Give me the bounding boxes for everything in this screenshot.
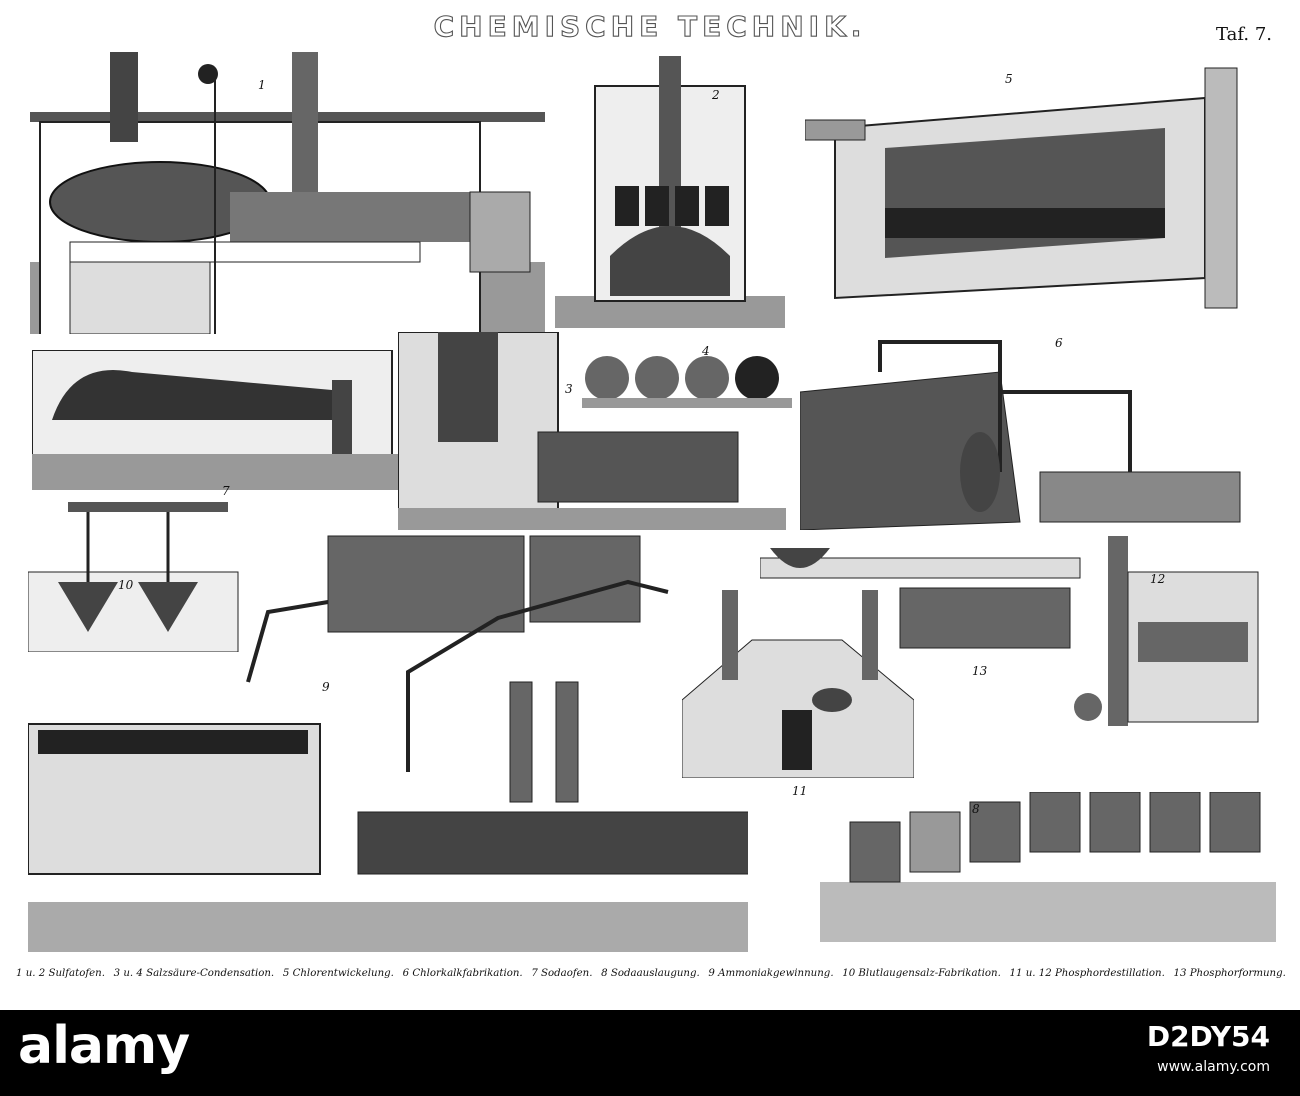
caption-phosphorus-forming: 13 Phosphorformung.	[1173, 968, 1286, 979]
caption-prussiate-fabrication: 10 Blutlaugensalz-Fabrikation.	[842, 968, 1001, 979]
watermark-bar	[0, 1010, 1300, 1096]
caption-soda-lixiviation: 8 Sodaauslaugung.	[601, 968, 700, 979]
figure-6-number: 6	[1055, 336, 1063, 350]
figure-12-number: 12	[1150, 572, 1166, 586]
figure-1-sulfate-furnace-section	[30, 52, 545, 334]
figure-9-ammonia-recovery	[28, 532, 748, 952]
watermark-logo: alamy	[18, 1016, 190, 1076]
plate-number: Taf. 7.	[1216, 24, 1272, 45]
figure-8-soda-lixiviation	[820, 792, 1276, 942]
plate-title: CHEMISCHE TECHNIK.	[433, 9, 867, 43]
figure-10-prussiate-kettles	[28, 502, 244, 652]
figure-2-sulfate-furnace-front	[555, 56, 785, 328]
figure-9-number: 9	[322, 680, 330, 694]
watermark-url: www.alamy.com	[1157, 1059, 1270, 1075]
figure-13-number: 13	[972, 664, 988, 678]
figure-12-distillation-apparatus	[1068, 532, 1264, 732]
figure-10-number: 10	[118, 578, 134, 592]
figure-13-phosphorus-forming	[760, 528, 1090, 656]
caption-soda-furnace: 7 Sodaofen.	[531, 968, 593, 979]
caption-ammonia-recovery: 9 Ammoniakgewinnung.	[708, 968, 834, 979]
figure-4-condensation-bottles	[582, 338, 802, 412]
caption-chlorine-development: 5 Chlorentwickelung.	[282, 968, 394, 979]
figure-1-number: 1	[258, 78, 266, 92]
figure-5-chlorine-apparatus	[805, 58, 1275, 316]
figure-3-hcl-condensation	[398, 332, 786, 530]
figure-captions: 1 u. 2 Sulfatofen. 3 u. 4 Salzsäure-Cond…	[16, 968, 1286, 994]
caption-chloride-of-lime: 6 Chlorkalkfabrikation.	[402, 968, 523, 979]
figure-11-phosphorus-distillation	[682, 590, 914, 778]
watermark-info: D2DY54 www.alamy.com	[1147, 1020, 1270, 1075]
figure-4-number: 4	[702, 344, 710, 358]
engraving-plate: CHEMISCHE TECHNIK. Taf. 7. 1	[16, 9, 1286, 994]
figure-2-number: 2	[712, 88, 720, 102]
caption-hcl-condensation: 3 u. 4 Salzsäure-Condensation.	[113, 968, 275, 979]
caption-phosphorus-distillation: 11 u. 12 Phosphordestillation.	[1009, 968, 1165, 979]
figure-5-number: 5	[1005, 72, 1013, 86]
figure-7-soda-furnace	[32, 350, 402, 490]
figure-6-chloride-of-lime	[800, 332, 1274, 530]
figure-7-number: 7	[222, 484, 230, 498]
figure-8-number: 8	[972, 802, 980, 816]
caption-sulfate-furnace: 1 u. 2 Sulfatofen.	[16, 968, 105, 979]
figure-3-number: 3	[565, 382, 573, 396]
watermark-image-code: D2DY54	[1146, 1020, 1270, 1053]
figure-11-number: 11	[792, 784, 808, 798]
